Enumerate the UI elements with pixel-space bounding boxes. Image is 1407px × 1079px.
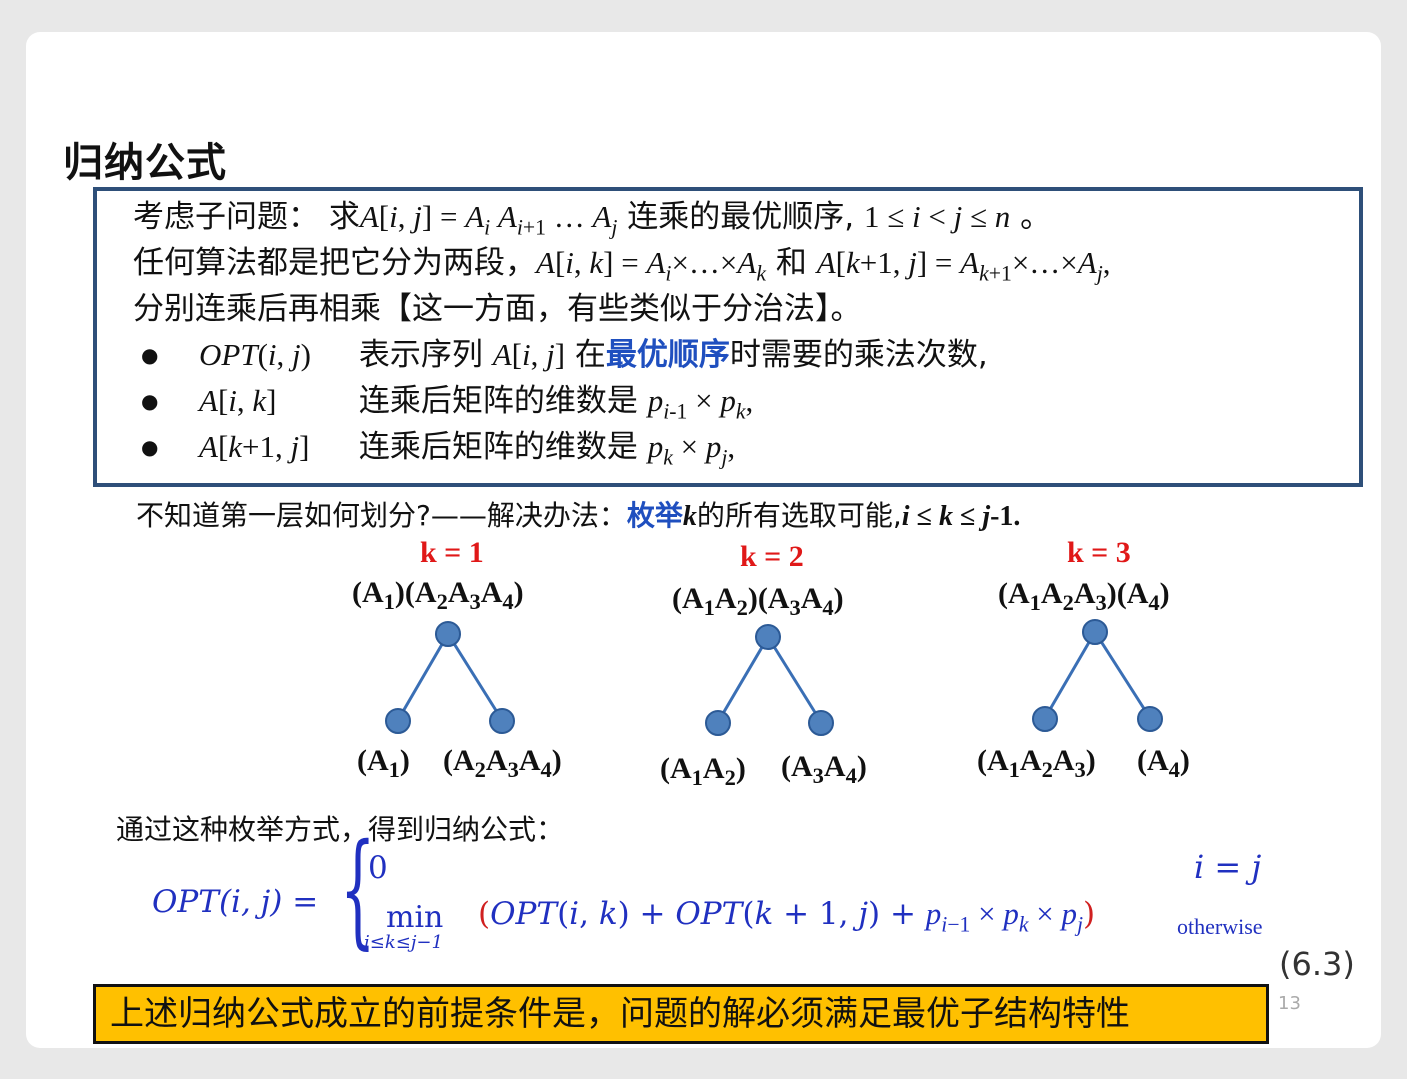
box-line-2: 任何算法都是把它分为两段，A[i, k] = Ai×…×Ak 和 A[k+1, … xyxy=(133,245,1111,286)
tree-2-left-label: (A1A2) xyxy=(660,752,746,790)
formula-min: min xyxy=(386,900,444,935)
tree-1-right-node xyxy=(489,708,515,734)
tree-2 xyxy=(705,624,834,736)
tree-3-edge-left xyxy=(1043,631,1097,719)
tree-3-right-node xyxy=(1137,706,1163,732)
conclusion-banner: 上述归纳公式成立的前提条件是，问题的解必须满足最优子结构特性 xyxy=(93,984,1269,1044)
formula-case2-cond: otherwise xyxy=(1177,914,1263,939)
content-box: 考虑子问题： 求A[i, j] = Ai Ai+1 … Aj 连乘的最优顺序, … xyxy=(93,187,1363,487)
formula-case2-expr: (OPT(i, k) + OPT(k + 1, j) + pi−1 × pk ×… xyxy=(478,896,1096,937)
formula-case1-value: 0 xyxy=(368,850,388,886)
formula-lhs: OPT(i, j) = xyxy=(152,884,319,920)
page-title: 归纳公式 xyxy=(63,140,227,186)
question-line: 不知道第一层如何划分?——解决办法：枚举k的所有选取可能,i ≤ k ≤ j-1… xyxy=(136,499,1021,532)
tree-1-edge-left xyxy=(396,633,450,721)
tree-1-edge-right xyxy=(446,633,504,721)
tree-2-edge-right xyxy=(766,636,823,723)
tree-1-root-node xyxy=(435,621,461,647)
k-label-1: k = 1 xyxy=(420,536,484,569)
tree-3-right-label: (A4) xyxy=(1137,744,1190,782)
tree-1-left-label: (A1) xyxy=(357,744,410,782)
tree-1-root-label: (A1)(A2A3A4) xyxy=(352,576,524,614)
tree-2-root-node xyxy=(755,624,781,650)
bullet: ● xyxy=(141,343,159,367)
tree-3-root-node xyxy=(1082,619,1108,645)
page-number: 13 xyxy=(1278,993,1301,1014)
bullet-2: A[i, k] 连乘后矩阵的维数是 pi-1 × pk, xyxy=(199,383,754,424)
tree-1-left-node xyxy=(385,708,411,734)
tree-3-edge-right xyxy=(1093,631,1152,719)
tree-3-left-label: (A1A2A3) xyxy=(977,744,1096,782)
tree-2-left-node xyxy=(705,710,731,736)
k-label-2: k = 2 xyxy=(740,540,804,573)
tree-1 xyxy=(385,621,515,734)
equation-number: (6.3) xyxy=(1279,945,1355,983)
formula-brace: { xyxy=(340,818,376,962)
tree-2-right-label: (A3A4) xyxy=(781,750,867,788)
tree-2-root-label: (A1A2)(A3A4) xyxy=(672,582,844,620)
bullet-1: OPT(i, j) 表示序列 A[i, j] 在最优顺序时需要的乘法次数, xyxy=(199,337,988,373)
formula-case1-cond: i = j xyxy=(1194,848,1262,886)
box-line-3: 分别连乘后再相乘【这一方面，有些类似于分治法】。 xyxy=(133,291,862,327)
tree-3-left-node xyxy=(1032,706,1058,732)
box-line-1: 考虑子问题： 求A[i, j] = Ai Ai+1 … Aj 连乘的最优顺序, … xyxy=(133,199,1052,240)
bullet: ● xyxy=(141,435,159,459)
tree-2-edge-left xyxy=(716,636,770,723)
bullet-3: A[k+1, j] 连乘后矩阵的维数是 pk × pj, xyxy=(199,429,736,470)
tree-3-root-label: (A1A2A3)(A4) xyxy=(998,577,1170,615)
tree-3 xyxy=(1032,619,1163,732)
formula-min-range: i≤k≤j−1 xyxy=(364,932,443,953)
k-label-3: k = 3 xyxy=(1067,536,1131,569)
tree-2-right-node xyxy=(808,710,834,736)
bullet: ● xyxy=(141,389,159,413)
tree-1-right-label: (A2A3A4) xyxy=(443,744,562,782)
derive-text: 通过这种枚举方式，得到归纳公式： xyxy=(116,813,565,846)
